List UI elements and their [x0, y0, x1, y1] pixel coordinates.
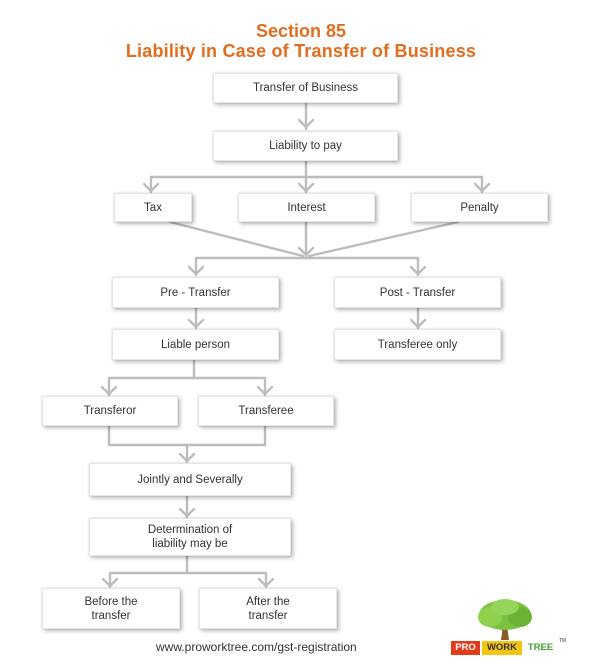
- node-tax: Tax: [114, 193, 192, 222]
- node-transfer-of-business: Transfer of Business: [213, 73, 398, 103]
- node-post-transfer: Post - Transfer: [334, 277, 501, 308]
- footer-url: www.proworktree.com/gst-registration: [156, 640, 357, 654]
- node-penalty: Penalty: [411, 193, 548, 222]
- node-before-the-transfer: Before the transfer: [42, 588, 180, 629]
- node-pre-transfer: Pre - Transfer: [112, 277, 279, 308]
- node-interest: Interest: [238, 193, 375, 222]
- logo-tree: TREE: [523, 641, 558, 655]
- diagram-title: Liability in Case of Transfer of Busines…: [125, 41, 477, 61]
- node-liable-person: Liable person: [112, 329, 279, 360]
- node-transferor: Transferor: [42, 396, 178, 426]
- tree-icon: [478, 599, 532, 640]
- proworktree-logo: PRO WORK TREE TM: [445, 598, 595, 660]
- logo-pro: PRO: [451, 641, 480, 655]
- diagram-section-number: Section 85: [255, 21, 347, 41]
- node-after-the-transfer: After the transfer: [199, 588, 337, 629]
- logo-work: WORK: [482, 641, 522, 655]
- node-transferee-only: Transferee only: [334, 329, 501, 360]
- logo-trademark: TM: [559, 638, 567, 644]
- node-liability-to-pay: Liability to pay: [213, 131, 398, 161]
- node-transferee: Transferee: [198, 396, 334, 426]
- node-determination-of-liability: Determination of liability may be: [89, 518, 291, 556]
- node-jointly-and-severally: Jointly and Severally: [89, 463, 291, 496]
